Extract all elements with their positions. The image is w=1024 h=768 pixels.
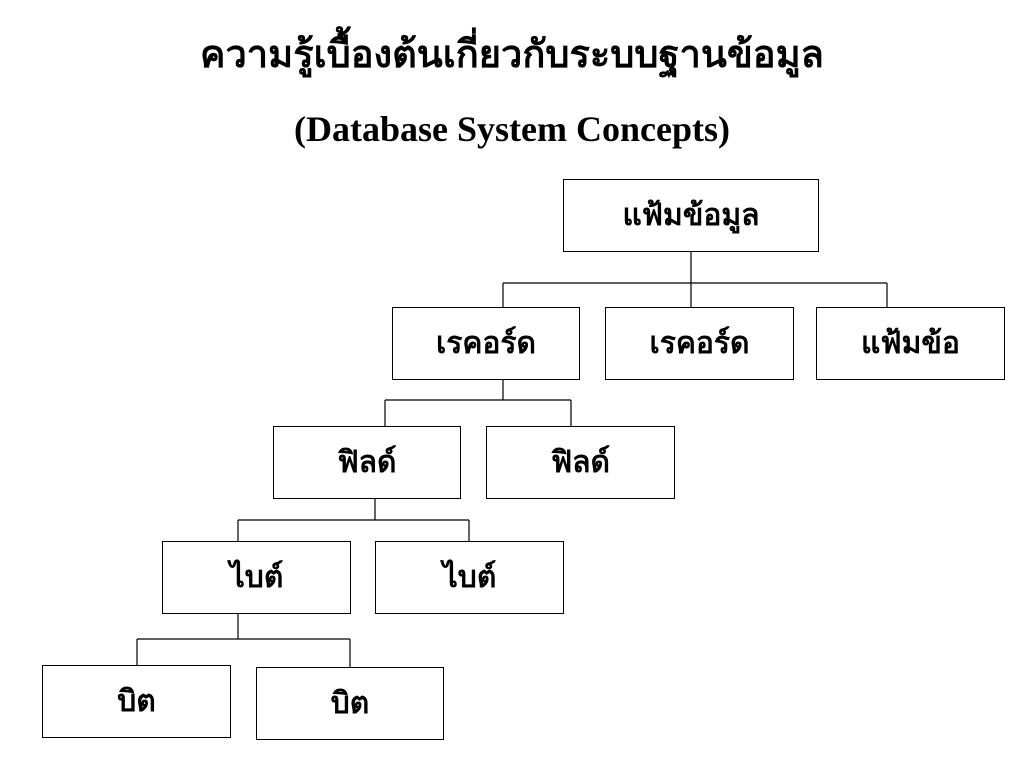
node-byte-2: ไบต์ bbox=[375, 541, 564, 614]
node-bit-2: บิต bbox=[256, 667, 444, 740]
node-record-2: เรคอร์ด bbox=[605, 307, 794, 380]
node-field-2: ฟิลด์ bbox=[486, 426, 675, 499]
node-bit-1: บิต bbox=[42, 665, 231, 738]
node-root-data-file: แฟ้มข้อมูล bbox=[563, 179, 819, 252]
node-field-1: ฟิลด์ bbox=[273, 426, 461, 499]
node-byte-1: ไบต์ bbox=[162, 541, 351, 614]
node-data-file-2: แฟ้มข้อ bbox=[816, 307, 1005, 380]
page-subtitle: (Database System Concepts) bbox=[294, 109, 730, 149]
page-title: ความรู้เบื้องต้นเกี่ยวกับระบบฐานข้อมูล bbox=[200, 31, 824, 76]
node-record-1: เรคอร์ด bbox=[392, 307, 580, 380]
